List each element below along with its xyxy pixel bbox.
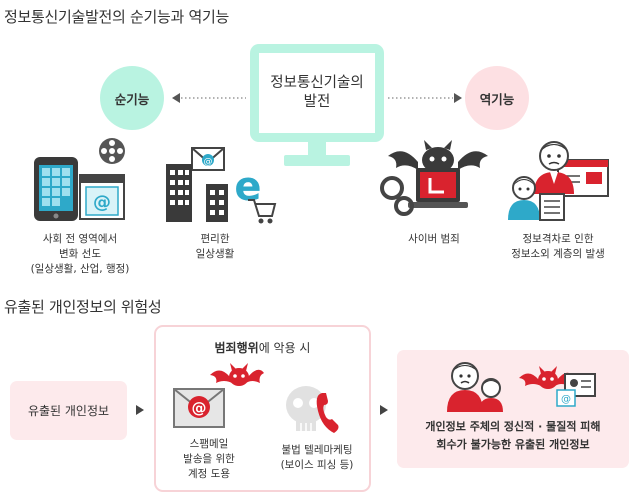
svg-text:@: @	[192, 399, 207, 417]
negative-item-1-caption: 사이버 범죄	[378, 232, 490, 247]
positive-item-2-caption: 편리한 일상생활	[160, 232, 270, 262]
center-label-line-1: 정보통신기술의	[270, 75, 364, 91]
caption-line: 계정 도용	[188, 468, 230, 480]
monitor-stand	[284, 155, 350, 166]
caption-line: 사회 전 영역에서	[42, 233, 118, 245]
center-label-line-2: 발전	[303, 94, 331, 110]
spam-mail-icon: @	[172, 363, 264, 433]
section2-title: 유출된 개인정보의 위험성	[4, 298, 162, 316]
arrow-triangle-icon	[135, 405, 145, 415]
positive-item-1-caption: 사회 전 영역에서 변화 선도 (일상생활, 산업, 행정)	[5, 232, 155, 277]
crime-heading-rest: 에 악용 시	[258, 341, 311, 355]
negative-item-2-caption: 정보격차로 인한 정보소외 계층의 발생	[496, 232, 620, 262]
result-text: 개인정보 주체의 정신적 · 물질적 피해 회수가 불가능한 유출된 개인정보	[397, 418, 629, 454]
caption-line: 변화 선도	[59, 248, 101, 260]
crime-heading-bold: 범죄행위	[214, 341, 259, 355]
digital-divide-icon	[506, 136, 610, 224]
crime-item-1-caption: 스팸메일 발송을 위한 계정 도용	[164, 437, 254, 482]
crime-box: 범죄행위에 악용 시 @ 스팸메일 발송을 위한 계정 도용	[154, 325, 371, 492]
center-label: 정보통신기술의 발전	[259, 53, 375, 133]
crime-heading: 범죄행위에 악용 시	[156, 339, 369, 356]
crime-item-2-caption: 불법 텔레마케팅 (보이스 피싱 등)	[268, 443, 366, 473]
victims-icon: @	[447, 358, 597, 412]
result-box: @ 개인정보 주체의 정신적 · 물질적 피해 회수가 불가능한 유출된 개인정…	[397, 350, 629, 468]
caption-line: 발송을 위한	[183, 453, 235, 465]
tablet-film-icon: @	[30, 137, 130, 225]
monitor-neck	[308, 142, 326, 155]
caption-line: (보이스 피싱 등)	[280, 459, 354, 471]
arrow-right	[388, 92, 462, 104]
caption-line: (일상생활, 산업, 행정)	[30, 263, 130, 275]
arrow-left	[172, 92, 246, 104]
caption-line: 스팸메일	[189, 438, 229, 450]
caption-line: 불법 텔레마케팅	[281, 444, 353, 456]
cybercrime-icon	[378, 140, 488, 224]
caption-line: 정보소외 계층의 발생	[511, 248, 605, 260]
svg-text:@: @	[561, 394, 571, 405]
svg-text:@: @	[204, 157, 213, 167]
caption-line: 사이버 범죄	[408, 233, 460, 245]
phishing-phone-icon	[284, 383, 344, 439]
leaked-info-label: 유출된 개인정보	[27, 404, 110, 418]
negative-function-label: 역기능	[479, 91, 515, 107]
arrow-triangle-icon	[379, 405, 389, 415]
ecommerce-icon: @ e	[164, 140, 277, 226]
leaked-info-box: 유출된 개인정보	[10, 381, 127, 440]
positive-function-label: 순기능	[114, 91, 150, 107]
positive-function-circle: 순기능	[100, 66, 164, 130]
svg-text:@: @	[93, 192, 111, 213]
svg-text:e: e	[234, 164, 261, 210]
negative-function-circle: 역기능	[465, 66, 529, 130]
caption-line: 편리한	[200, 233, 230, 245]
caption-line: 정보격차로 인한	[522, 233, 594, 245]
monitor-graphic: 정보통신기술의 발전	[250, 44, 384, 166]
result-line-2: 회수가 불가능한 유출된 개인정보	[436, 438, 590, 451]
caption-line: 일상생활	[195, 248, 235, 260]
section1-title: 정보통신기술발전의 순기능과 역기능	[4, 8, 229, 26]
result-line-1: 개인정보 주체의 정신적 · 물질적 피해	[425, 420, 601, 433]
